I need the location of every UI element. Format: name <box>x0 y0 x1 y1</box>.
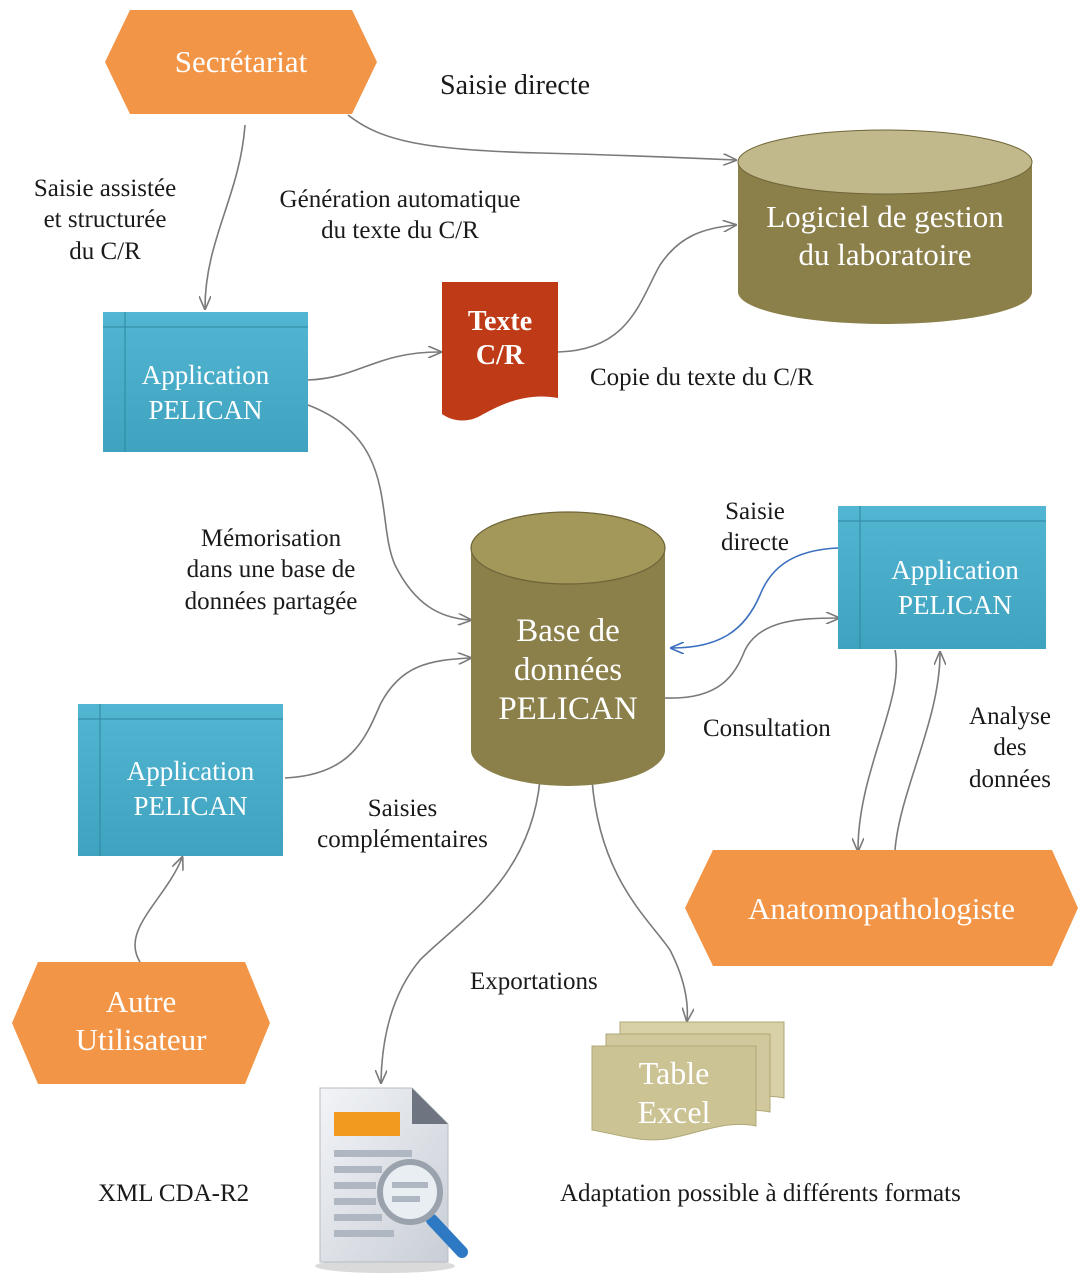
exportations-label: Exportations <box>470 968 598 995</box>
xml-label: XML CDA-R2 <box>98 1180 250 1207</box>
excel-label: Table Excel <box>592 1054 756 1132</box>
app-top-label: Application PELICAN <box>103 358 308 427</box>
memorisation-label: Mémorisation dans une base de données pa… <box>160 523 382 617</box>
saisie-directe-right-line-2: directe <box>720 529 789 557</box>
saisies-compl-label: Saisies complémentaires <box>295 793 510 856</box>
texte-cr-label: Texte C/R <box>442 305 558 373</box>
saisie-directe-right-line-1: Saisie <box>725 498 785 525</box>
autre-hexagon <box>12 962 270 1084</box>
secretariat-hexagon <box>105 10 377 114</box>
logiciel-line-1: Logiciel de gestion <box>766 199 1004 234</box>
generation-line-1: Génération automatique <box>279 186 521 213</box>
app-left-box <box>78 704 283 856</box>
arrow-app-top-to-texte <box>307 352 440 381</box>
arrow-app-right-to-database-blue <box>672 547 839 648</box>
excel-stacked-pages <box>591 1021 785 1141</box>
database-line-1: Base de <box>516 613 620 649</box>
excel-line-2: Excel <box>637 1094 711 1131</box>
arrow-secretariat-to-app-top <box>205 124 246 308</box>
memorisation-line-1: Mémorisation <box>200 525 342 552</box>
logiciel-label: Logiciel de gestion du laboratoire <box>738 198 1032 274</box>
saisie-directe-top-label: Saisie directe <box>440 70 591 101</box>
copie-label: Copie du texte du C/R <box>590 364 814 391</box>
logiciel-line-2: du laboratoire <box>798 236 972 272</box>
connectors <box>134 114 940 1082</box>
app-left-line-1: Application <box>126 756 255 786</box>
autre-line-1: Autre <box>105 984 177 1019</box>
app-top-box <box>103 312 308 452</box>
app-right-line-2: PELICAN <box>898 589 1012 620</box>
saisie-directe-right-label: Saisie directe <box>700 496 810 559</box>
texte-cr-line-2: C/R <box>475 340 525 372</box>
arrow-database-to-xml <box>381 779 541 1082</box>
app-left-line-2: PELICAN <box>133 790 248 821</box>
arrow-app-left-to-database <box>284 658 470 779</box>
analyse-label: Analyse des données <box>950 701 1070 793</box>
saisies-compl-line-1: Saisies <box>367 795 438 822</box>
consultation-label: Consultation <box>703 715 831 742</box>
saisie-assistee-line-1: Saisie assistée <box>33 175 177 202</box>
generation-line-2: du texte du C/R <box>321 217 479 245</box>
app-top-line-2: PELICAN <box>148 394 263 425</box>
app-right-label: Application PELICAN <box>850 553 1060 622</box>
anatomo-label: Anatomopathologiste <box>748 891 1015 926</box>
database-line-2: données <box>513 651 623 688</box>
texte-cr-document <box>442 282 558 421</box>
arrow-texte-to-logiciel <box>557 225 735 353</box>
analyse-line-1: Analyse <box>969 703 1051 730</box>
memorisation-line-3: données partagée <box>184 587 358 615</box>
arrow-autre-to-app-left <box>134 858 182 963</box>
app-top-line-1: Application <box>141 360 270 390</box>
arrow-anatomo-to-app-right <box>894 653 940 851</box>
logiciel-cylinder <box>737 129 1033 324</box>
secretariat-label: Secrétariat <box>174 44 308 79</box>
database-label: Base de données PELICAN <box>471 612 665 729</box>
anatomo-hexagon <box>685 850 1078 966</box>
texte-cr-line-1: Texte <box>467 306 533 337</box>
memorisation-line-2: dans une base de <box>186 556 356 584</box>
database-cylinder <box>470 511 666 786</box>
generation-label: Génération automatique du texte du C/R <box>250 184 550 247</box>
autre-label: Autre Utilisateur <box>12 983 270 1059</box>
saisie-assistee-line-2: et structurée <box>43 206 167 234</box>
autre-line-2: Utilisateur <box>75 1021 207 1057</box>
adaptation-label: Adaptation possible à différents formats <box>560 1180 961 1207</box>
app-left-label: Application PELICAN <box>88 754 293 823</box>
analyse-line-2: des <box>993 734 1027 762</box>
arrow-database-to-app-right <box>664 618 838 699</box>
saisies-compl-line-2: complémentaires <box>317 826 488 854</box>
arrow-database-to-excel <box>591 779 687 1020</box>
excel-line-1: Table <box>638 1055 710 1091</box>
saisie-assistee-line-3: du C/R <box>69 237 141 265</box>
app-right-box <box>838 506 1046 649</box>
database-line-3: PELICAN <box>498 690 638 727</box>
document-magnifier-icon <box>315 1087 468 1273</box>
analyse-line-3: données <box>969 765 1051 793</box>
arrow-app-top-to-database <box>307 404 470 620</box>
arrow-secretariat-to-logiciel <box>347 114 735 160</box>
saisie-assistee-label: Saisie assistée et structurée du C/R <box>10 173 200 267</box>
arrow-app-right-to-anatomo <box>858 649 898 850</box>
app-right-line-1: Application <box>891 555 1019 585</box>
